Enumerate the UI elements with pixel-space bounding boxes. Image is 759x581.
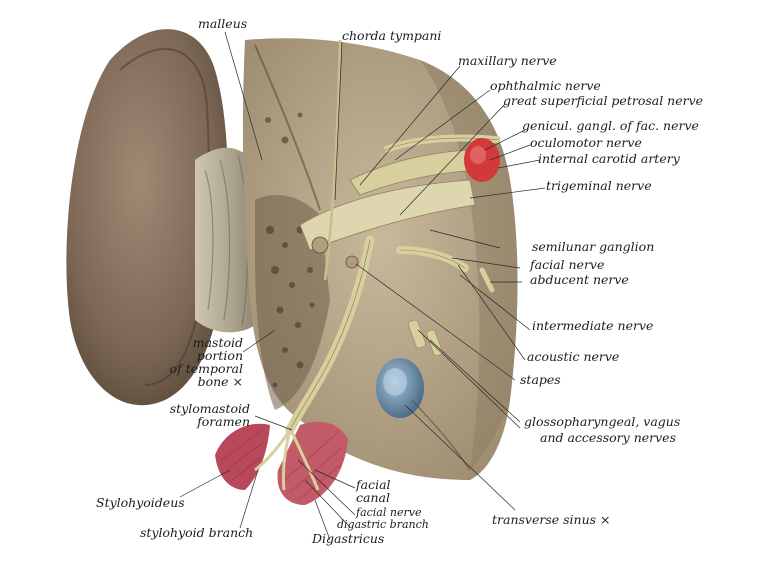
label-mastoid-portion: mastoid portion of temporal bone × <box>158 336 243 389</box>
label-facial-canal-line-1: facial <box>356 477 391 492</box>
label-stylohyoideus: Stylohyoideus <box>96 495 185 510</box>
label-ophthalmic-nerve: ophthalmic nerve <box>490 78 601 93</box>
temporal-bone <box>242 38 518 481</box>
label-chorda-tympani: chorda tympani <box>342 28 442 43</box>
label-mastoid-line-2: portion <box>196 348 243 364</box>
label-internal-carotid-artery: internal carotid artery <box>538 151 680 166</box>
glosso-vagus-stub-1 <box>408 319 426 349</box>
chorda-tympani-nerve <box>323 39 342 281</box>
label-acoustic-nerve: acoustic nerve <box>527 349 620 364</box>
trigeminal-nerve <box>299 179 476 251</box>
label-mastoid-line-1: mastoid <box>192 335 243 350</box>
label-facial-nerve-lower: facial nerve <box>356 506 422 519</box>
label-great-superficial-petrosal-nerve: great superficial petrosal nerve <box>503 93 704 108</box>
label-oculomotor-nerve: oculomotor nerve <box>530 135 642 150</box>
stapes-shape <box>345 255 359 269</box>
digastricus-muscle <box>277 421 348 505</box>
label-stylomastoid-foramen: stylomastoid foramen <box>150 402 250 428</box>
label-glossopharyngeal-1: glossopharyngeal, vagus <box>524 414 681 429</box>
label-transverse-sinus: transverse sinus × <box>492 512 611 527</box>
label-glossopharyngeal-2: and accessory nerves <box>540 430 676 445</box>
label-mastoid-line-4: bone × <box>197 374 243 390</box>
label-maxillary-nerve: maxillary nerve <box>458 53 557 68</box>
label-stylohyoid-branch: stylohyoid branch <box>140 525 254 540</box>
leader-lines <box>179 31 546 541</box>
label-stylomastoid-line-1: stylomastoid <box>169 401 250 416</box>
label-stylomastoid-line-2: foramen <box>197 414 250 430</box>
label-genicul-gangl: genicul. gangl. of fac. nerve <box>522 118 699 133</box>
label-trigeminal-nerve: trigeminal nerve <box>546 178 652 193</box>
label-stapes: stapes <box>520 372 561 387</box>
malleus-shape <box>311 236 329 254</box>
facial-branches <box>254 429 320 491</box>
label-mastoid-line-3: of temporal <box>169 361 243 377</box>
label-digastricus: Digastricus <box>312 531 385 546</box>
stylohyoideus-muscle <box>215 423 270 490</box>
label-malleus: malleus <box>198 16 248 31</box>
label-abducent-nerve: abducent nerve <box>530 272 629 287</box>
label-facial-nerve: facial nerve <box>530 257 605 272</box>
label-digastric-branch: digastric branch <box>337 518 429 531</box>
label-facial-canal: facial canal <box>356 478 391 504</box>
label-intermediate-nerve: intermediate nerve <box>532 318 654 333</box>
label-facial-canal-line-2: canal <box>356 490 390 506</box>
auricle <box>66 29 228 406</box>
abducent-nerve-stub <box>479 267 495 293</box>
label-semilunar-ganglion: semilunar ganglion <box>532 239 655 254</box>
